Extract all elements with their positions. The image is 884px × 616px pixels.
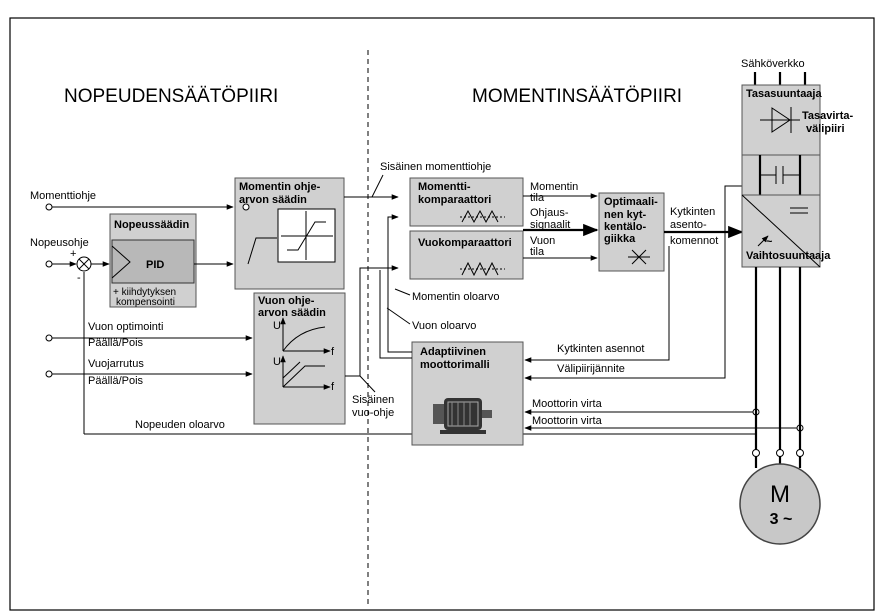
dc-link-label1: Tasavirta- xyxy=(802,110,853,122)
flux-opt-terminal xyxy=(45,334,53,342)
graph2-f-label: f xyxy=(331,381,335,393)
motor-current-label2: Moottorin virta xyxy=(532,415,603,427)
speed-ref-terminal xyxy=(45,260,53,268)
switch-star-icon xyxy=(628,249,650,265)
speed-section-title: NOPEUDENSÄÄTÖPIIRI xyxy=(64,86,278,107)
torque-state-label1: Momentin xyxy=(530,181,578,193)
torque-comp-title2: komparaattori xyxy=(418,194,491,206)
logic-line1: Optimaali- xyxy=(604,196,658,208)
logic-line2: nen kyt- xyxy=(604,209,647,221)
flux-ref-ctrl-title2: arvon säädin xyxy=(258,307,326,319)
speed-controller-title: Nopeussäädin xyxy=(114,219,189,231)
switch-cmd-label1: Kytkinten xyxy=(670,206,715,218)
flux-brake-state-label: Päällä/Pois xyxy=(88,375,144,387)
flux-comparator-block xyxy=(409,230,524,280)
pid-box xyxy=(111,239,195,284)
flux-actual-label: Vuon oloarvo xyxy=(412,320,476,332)
switch-cmd-label2: asento- xyxy=(670,219,707,231)
ac-symbol: ~ xyxy=(766,236,773,248)
flux-state-label2: tila xyxy=(530,246,545,258)
logic-line4: giikka xyxy=(604,233,636,245)
minus-sign: - xyxy=(77,272,81,284)
torque-ref-terminal xyxy=(45,203,53,211)
flux-comp-title: Vuokomparaattori xyxy=(418,237,512,249)
flux-ref-controller-block xyxy=(253,292,346,425)
internal-flux-ref-label2: vuo-ohje xyxy=(352,407,394,419)
control-signals-label2: signaalit xyxy=(530,219,570,231)
graph1-f-label: f xyxy=(331,346,335,358)
flux-brake-label: Vuojarrutus xyxy=(88,358,144,370)
torque-hysteresis-symbol xyxy=(461,209,499,224)
dc-voltage-label: Välipiirijännite xyxy=(557,363,625,375)
torque-ref-ctrl-title1: Momentin ohje- xyxy=(239,181,321,193)
dc-link-block xyxy=(741,154,821,196)
torque-comparator-block xyxy=(409,177,524,227)
speed-controller-note2: kompensointi xyxy=(116,297,175,308)
capacitor-icon xyxy=(760,166,800,184)
speed-actual-label: Nopeuden oloarvo xyxy=(135,419,225,431)
motor-symbol xyxy=(739,463,821,545)
selector-switch xyxy=(247,237,277,265)
speed-controller-note1: + kiihdytyksen xyxy=(113,287,176,298)
internal-flux-ref-label1: Sisäinen xyxy=(352,394,394,406)
rectifier-title: Tasasuuntaaja xyxy=(746,88,822,100)
logic-line3: kentälo- xyxy=(604,221,647,233)
flux-state-label1: Vuon xyxy=(530,235,555,247)
motor-model-title2: moottorimalli xyxy=(420,359,490,371)
flux-brake-terminal xyxy=(45,370,53,378)
graph2-u-label: U xyxy=(273,356,281,368)
motor-icon xyxy=(433,398,492,434)
inverter-title: Vaihtosuuntaaja xyxy=(746,250,831,262)
switch-positions-label: Kytkinten asennot xyxy=(557,343,644,355)
motor-model-title1: Adaptiivinen xyxy=(420,346,486,358)
torque-comp-title1: Momentti- xyxy=(418,181,471,193)
graph1-u-label: U xyxy=(273,320,281,332)
flux-hysteresis-symbol xyxy=(461,261,499,277)
motor-m-label: M xyxy=(770,481,790,508)
speed-ref-label: Nopeusohje xyxy=(30,237,89,249)
torque-section-title: MOMENTINSÄÄTÖPIIRI xyxy=(472,86,682,107)
switch-cmd-label3: komennot xyxy=(670,235,718,247)
torque-actual-label: Momentin oloarvo xyxy=(412,291,499,303)
motor-current-label1: Moottorin virta xyxy=(532,398,603,410)
switching-logic-block xyxy=(598,192,665,272)
plus-sign: + xyxy=(70,248,76,260)
flux-opt-state-label: Päällä/Pois xyxy=(88,337,144,349)
dc-link-label2: välipiiri xyxy=(806,123,845,135)
torque-state-label2: tila xyxy=(530,192,545,204)
flux-opt-label: Vuon optimointi xyxy=(88,321,163,333)
control-signals-label1: Ohjaus- xyxy=(530,207,569,219)
pid-label: PID xyxy=(146,259,164,271)
flux-ref-ctrl-title1: Vuon ohje- xyxy=(258,295,315,307)
frame xyxy=(9,17,875,611)
diode-icon xyxy=(760,107,800,133)
torque-ref-label: Momenttiohje xyxy=(30,190,96,202)
motor-phase-label: 3 ~ xyxy=(770,511,793,528)
internal-torque-ref-label: Sisäinen momenttiohje xyxy=(380,161,491,173)
torque-ref-ctrl-title2: arvon säädin xyxy=(239,194,307,206)
pid-symbol xyxy=(111,245,131,279)
grid-label: Sähköverkko xyxy=(741,58,805,70)
